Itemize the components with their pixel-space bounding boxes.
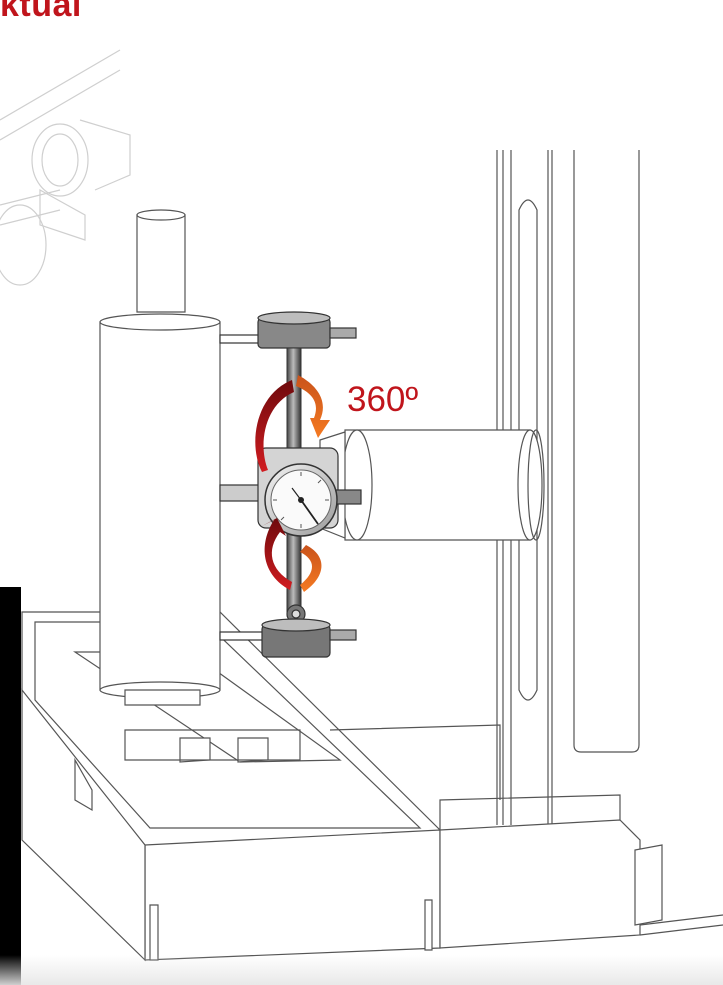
bottom-clamp — [219, 604, 357, 658]
dial-indicator-icon — [264, 463, 338, 537]
top-clamp — [219, 311, 357, 349]
bottom-shadow — [0, 955, 723, 985]
left-edge-bar — [0, 587, 21, 985]
vertical-post — [99, 209, 221, 706]
rotation-arrows-icon — [255, 375, 330, 592]
horizontal-arm — [319, 429, 545, 541]
brand-header-text: ktual — [0, 0, 82, 24]
rotation-label: 360º — [347, 380, 419, 419]
background-clamp — [0, 49, 131, 286]
